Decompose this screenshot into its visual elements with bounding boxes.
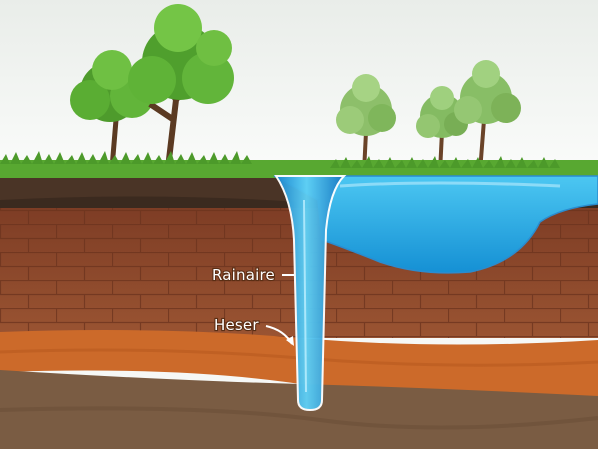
aquifer-water-body xyxy=(273,175,598,274)
tree-small-1 xyxy=(336,74,396,173)
label-upper: Rainaire xyxy=(212,266,275,284)
label-lower: Heser xyxy=(214,316,259,334)
tree-large-left xyxy=(70,50,154,169)
tree-large-right xyxy=(128,4,234,169)
label-lower-group: Heser xyxy=(213,315,294,346)
infiltration-shaft xyxy=(274,175,347,412)
tree-small-3 xyxy=(454,60,521,173)
tree-small-2 xyxy=(416,86,468,173)
grass-strip xyxy=(0,151,598,180)
label-upper-group: Rainaire xyxy=(211,265,294,285)
